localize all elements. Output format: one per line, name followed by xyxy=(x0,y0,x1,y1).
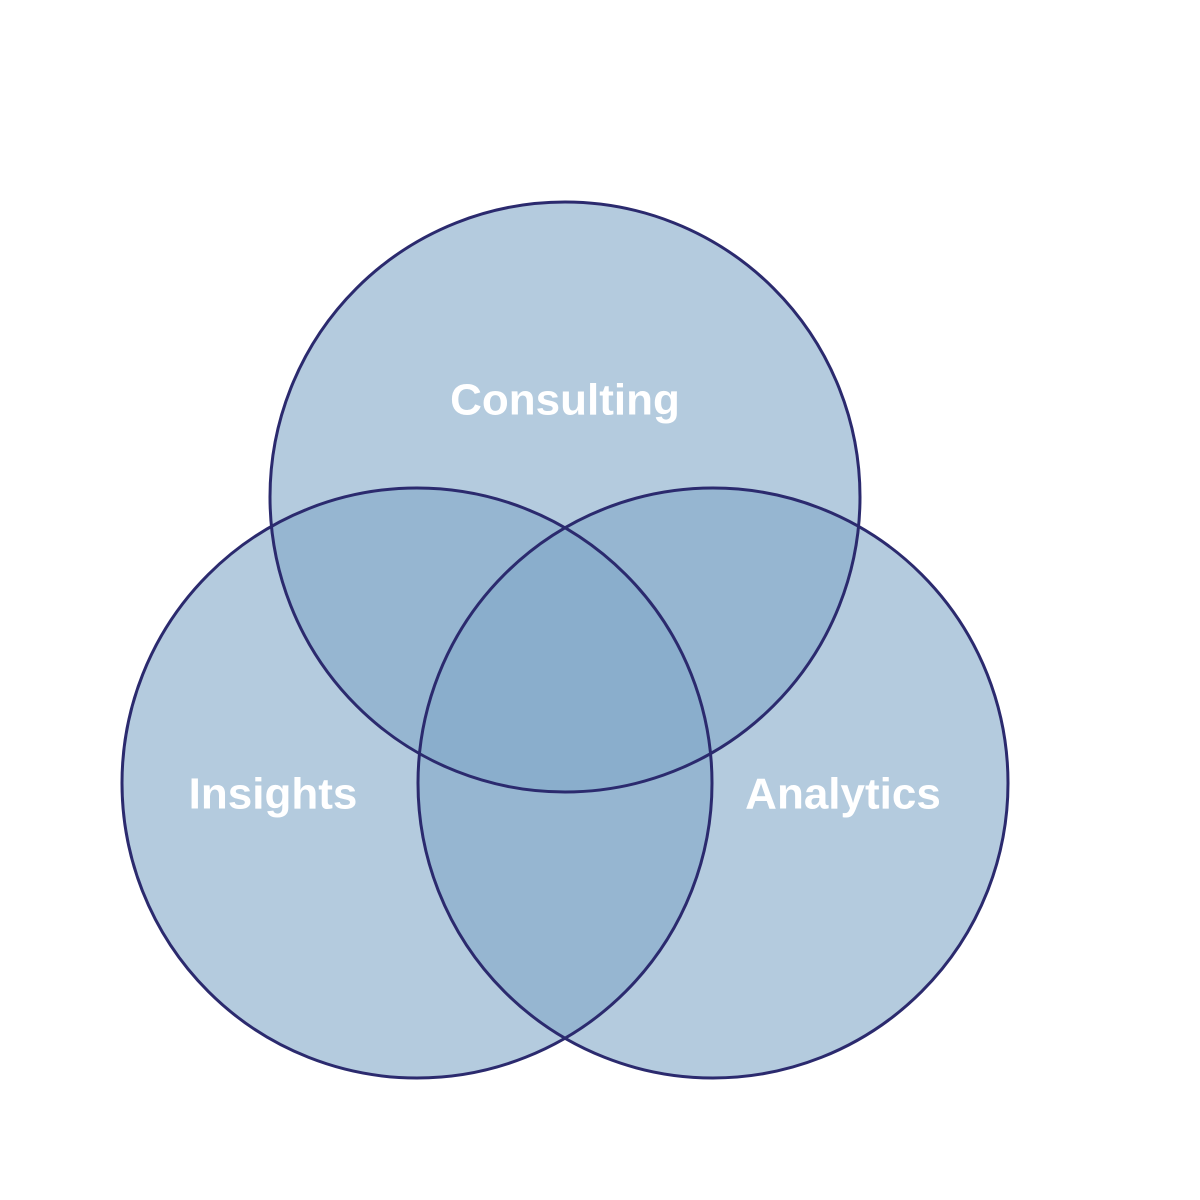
consulting-outline xyxy=(268,200,862,794)
analytics-label: Analytics xyxy=(745,770,941,819)
analytics-outline xyxy=(416,486,1010,1080)
insights-outline xyxy=(120,486,714,1080)
insights-label: Insights xyxy=(189,770,358,819)
consulting-label: Consulting xyxy=(450,376,680,425)
